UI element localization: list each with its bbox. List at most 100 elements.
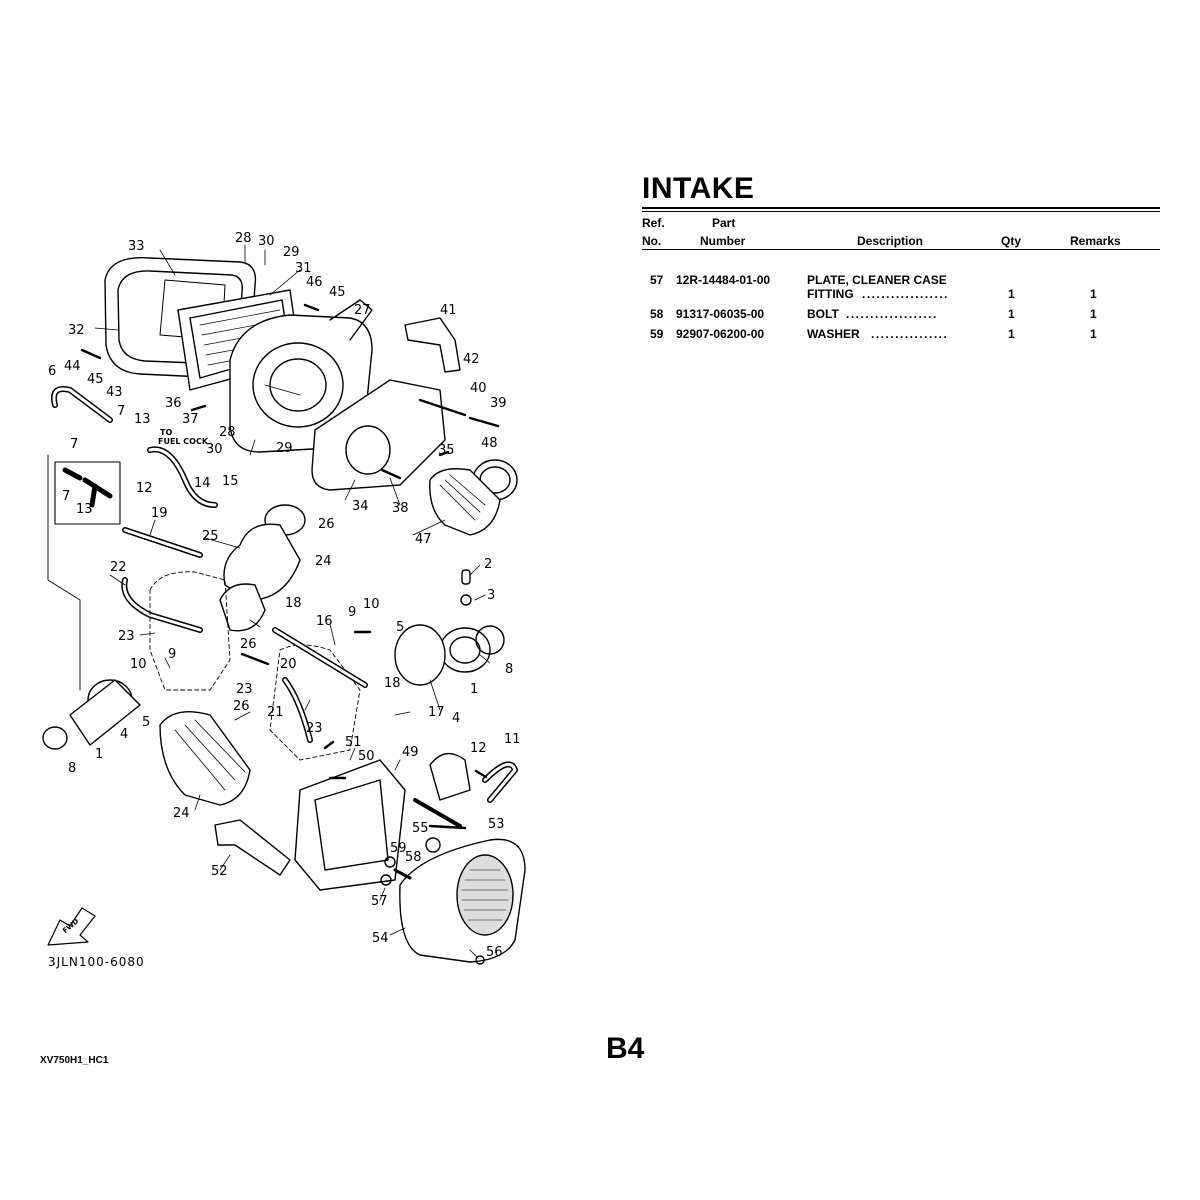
callout-2: 2 [484, 557, 493, 572]
callout-3: 3 [487, 588, 496, 603]
callout-26c: 26 [233, 699, 250, 714]
callout-45b: 45 [87, 372, 104, 387]
callout-30b: 30 [206, 442, 223, 457]
callout-23b: 23 [236, 682, 253, 697]
callout-9b: 9 [168, 647, 177, 662]
document-id: XV750H1_HC1 [40, 1055, 109, 1066]
callout-30: 30 [258, 234, 275, 249]
row-leader-dots: ................ [871, 327, 949, 341]
callout-19: 19 [151, 506, 168, 521]
header-part-1: Part [712, 216, 736, 230]
callout-48: 48 [481, 436, 498, 451]
header-ref-1: Ref. [642, 216, 665, 230]
title-rule [642, 207, 1160, 209]
callout-25: 25 [202, 529, 219, 544]
callout-23c: 23 [306, 721, 323, 736]
row-description: PLATE, CLEANER CASE [807, 273, 947, 287]
callout-20: 20 [280, 657, 297, 672]
callout-10b: 10 [130, 657, 147, 672]
header-remarks: Remarks [1070, 234, 1121, 248]
callout-26: 26 [318, 517, 335, 532]
callout-55: 55 [412, 821, 429, 836]
callout-27: 27 [354, 303, 371, 318]
page-number: B4 [606, 1032, 645, 1065]
callout-1b: 1 [95, 747, 104, 762]
callout-15: 15 [222, 474, 239, 489]
callout-13: 13 [134, 412, 151, 427]
note-to: TO [160, 428, 173, 437]
header-description: Description [857, 234, 924, 248]
callout-35: 35 [438, 443, 455, 458]
callout-26b: 26 [240, 637, 257, 652]
callout-59: 59 [390, 841, 407, 856]
callout-4: 4 [120, 727, 129, 742]
callout-29b: 29 [276, 441, 293, 456]
callout-16: 16 [316, 614, 333, 629]
row-description: BOLT [807, 307, 839, 321]
row-remarks: 1 [1090, 307, 1097, 321]
callout-11: 11 [504, 732, 521, 747]
drawing-code: 3JLN100-6080 [48, 955, 145, 969]
header-ref-2: No. [642, 234, 662, 248]
callout-37: 37 [182, 412, 199, 427]
callout-1: 1 [470, 682, 479, 697]
callout-46: 46 [306, 275, 323, 290]
callout-12b: 12 [470, 741, 487, 756]
callout-43: 43 [106, 385, 123, 400]
callout-39: 39 [490, 396, 507, 411]
callout-28b: 28 [219, 425, 236, 440]
callout-32: 32 [68, 323, 85, 338]
row-remarks: 1 [1090, 287, 1097, 301]
callout-56: 56 [486, 945, 503, 960]
row-qty: 1 [1008, 327, 1015, 341]
callout-45: 45 [329, 285, 346, 300]
row-ref: 57 [650, 273, 664, 287]
callout-40: 40 [470, 381, 487, 396]
callout-14: 14 [194, 476, 211, 491]
callout-18: 18 [285, 596, 302, 611]
callout-34: 34 [352, 499, 369, 514]
callout-44: 44 [64, 359, 81, 374]
callout-9: 9 [348, 605, 357, 620]
callout-42: 42 [463, 352, 480, 367]
callout-47: 47 [415, 532, 432, 547]
callout-53: 53 [488, 817, 505, 832]
callout-50: 50 [358, 749, 375, 764]
callout-24: 24 [315, 554, 332, 569]
callout-7: 7 [117, 404, 126, 419]
callout-18b: 18 [384, 676, 401, 691]
row-description-2: FITTING [807, 287, 854, 301]
row-part-number: 12R-14484-01-00 [676, 273, 771, 287]
callout-21: 21 [267, 705, 284, 720]
callout-31: 31 [295, 261, 312, 276]
row-description: WASHER [807, 327, 860, 341]
callout-52: 52 [211, 864, 228, 879]
exploded-parts-diagram: 33 28 30 29 31 46 45 27 41 32 44 45 43 4… [0, 0, 640, 1000]
callout-41: 41 [440, 303, 457, 318]
callout-29: 29 [283, 245, 300, 260]
callout-22: 22 [110, 560, 127, 575]
callout-5b: 5 [142, 715, 151, 730]
callout-54: 54 [372, 931, 389, 946]
row-remarks: 1 [1090, 327, 1097, 341]
callout-49: 49 [402, 745, 419, 760]
header-qty: Qty [1001, 234, 1022, 248]
row-leader-dots: .................. [862, 287, 950, 301]
callout-8: 8 [505, 662, 514, 677]
row-ref: 59 [650, 327, 664, 341]
callout-57: 57 [371, 894, 388, 909]
callout-36: 36 [165, 396, 182, 411]
callout-28: 28 [235, 231, 252, 246]
header-part-2: Number [700, 234, 746, 248]
row-part-number: 92907-06200-00 [676, 327, 765, 341]
callout-7b: 7 [70, 437, 79, 452]
page-title: INTAKE [642, 172, 755, 205]
row-qty: 1 [1008, 307, 1015, 321]
callout-6: 6 [48, 364, 57, 379]
callout-38: 38 [392, 501, 409, 516]
callout-58: 58 [405, 850, 422, 865]
row-ref: 58 [650, 307, 664, 321]
row-qty: 1 [1008, 287, 1015, 301]
callout-10: 10 [363, 597, 380, 612]
row-part-number: 91317-06035-00 [676, 307, 765, 321]
